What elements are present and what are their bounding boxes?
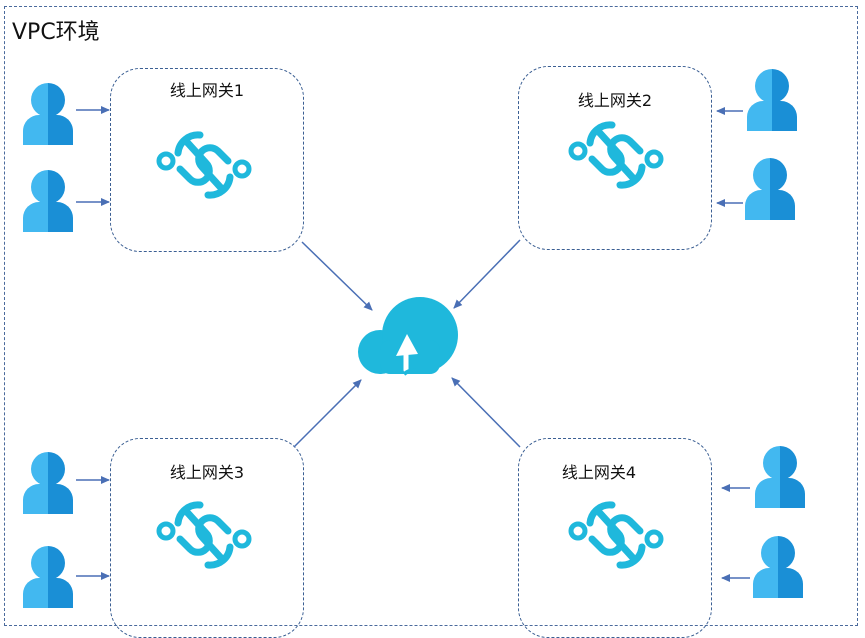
- user-icon: [745, 158, 795, 220]
- arrow-gw1-cloud: [301, 241, 373, 311]
- user-icon: [747, 69, 797, 131]
- gateway-link-icon: [571, 505, 661, 565]
- gateway-label-4: 线上网关4: [561, 463, 637, 482]
- vpc-title: VPC环境: [12, 20, 100, 45]
- gateway-label-3: 线上网关3: [169, 463, 245, 482]
- user-icon: [23, 546, 73, 608]
- arrow-gw2-cloud: [453, 239, 521, 309]
- gateway-label-1: 线上网关1: [169, 81, 245, 100]
- gateway-label-2: 线上网关2: [577, 91, 653, 110]
- user-icon: [23, 83, 73, 145]
- arrow-gw4-cloud: [451, 377, 521, 448]
- arrow-gw3-cloud: [293, 379, 362, 448]
- diagram-graphics: [23, 69, 805, 608]
- gateway-box-2: 线上网关2: [518, 66, 712, 250]
- gateway-link-icon: [159, 505, 249, 565]
- user-icon: [755, 446, 805, 508]
- user-icon: [23, 452, 73, 514]
- user-icon: [23, 170, 73, 232]
- user-icon: [753, 536, 803, 598]
- gateway-box-1: 线上网关1: [110, 68, 304, 252]
- gateway-link-icon: [571, 125, 661, 185]
- gateway-link-icon: [159, 135, 249, 195]
- cloud-upload-icon: [358, 297, 458, 376]
